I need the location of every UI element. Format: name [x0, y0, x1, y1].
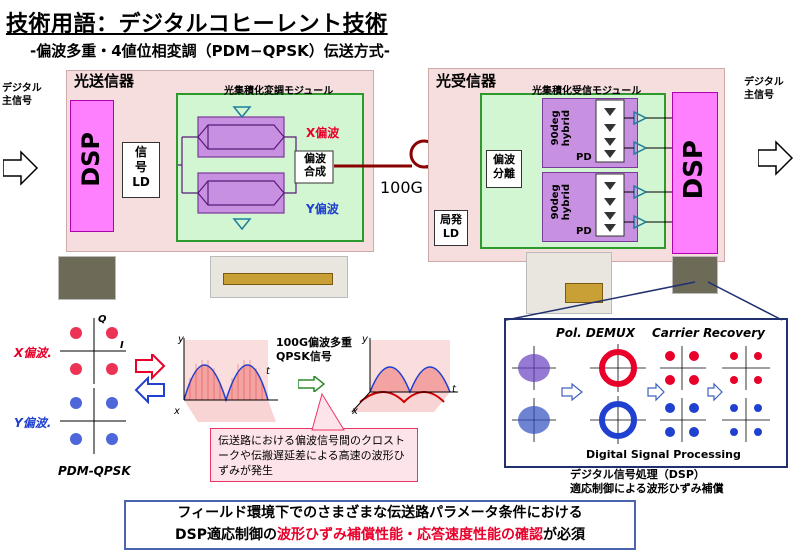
summary-highlight: 波形ひずみ補償性能・応答速度性能の確認 — [276, 527, 543, 543]
summary-line-2-suffix: が必須 — [542, 527, 585, 543]
tx-modulator-diagram — [178, 106, 334, 231]
dsp-panel-footer: Digital Signal Processing — [586, 448, 741, 461]
rx-pd-bottom-label: PD — [576, 226, 592, 237]
dsp-constellation-grid — [512, 344, 770, 444]
constellation-y-label: Y偏波. — [14, 416, 52, 430]
dsp-caption: デジタル信号処理（DSP） 適応制御による波形ひずみ補償 — [570, 468, 724, 495]
tx-x-pol-label: X偏波 — [306, 126, 340, 140]
tx-module-title: 光集積化変調モジュール — [224, 86, 334, 97]
transmitter-title: 光送信器 — [74, 72, 135, 90]
waveform-after — [350, 338, 458, 413]
propagation-arrow-icon — [297, 374, 326, 396]
dsp-zoom-lines — [505, 281, 783, 321]
pdm-qpsk-label: PDM-QPSK — [58, 464, 131, 478]
constellation-x-label: X偏波. — [14, 346, 52, 360]
constellation-axis-i: I — [120, 340, 124, 351]
waveform-before-axis-x: x — [174, 406, 180, 417]
waveform-before-axis-t: t — [266, 366, 270, 377]
rx-module-title: 光集積化受信モジュール — [532, 86, 642, 97]
summary-box: フィールド環境下でのさまざまな伝送路パラメータ条件における DSP適応制御の波形… — [124, 500, 636, 550]
tx-ld-block: 信 号 LD — [122, 142, 160, 198]
rx-pd-top-label: PD — [576, 152, 592, 163]
rx-hybrid-bottom-label: 90deg hybrid — [550, 184, 572, 221]
rx-dsp-chip-photo — [672, 256, 718, 294]
tx-dsp-block — [70, 100, 114, 232]
dsp-detail-panel — [504, 318, 788, 468]
summary-line-2-prefix: DSP適応制御の — [175, 527, 277, 543]
tx-input-arrow-icon — [2, 150, 39, 190]
tx-dsp-label: DSP — [77, 132, 105, 187]
summary-line-1: フィールド環境下でのさまざまな伝送路パラメータ条件における — [177, 505, 583, 521]
tx-input-label: デジタル 主信号 — [2, 83, 42, 107]
page-subtitle: -偏波多重・4値位相変調（PDM−QPSK）伝送方式- — [30, 42, 391, 60]
callout-pointer — [311, 392, 345, 431]
carrier-recovery-label: Carrier Recovery — [652, 326, 765, 340]
tx-module-photo — [210, 256, 348, 298]
page-title: 技術用語：デジタルコヒーレント技術 — [6, 12, 388, 37]
rx-local-oscillator: 局発 LD — [434, 210, 468, 246]
waveform-after-axis-x: x — [352, 406, 358, 417]
rx-splitter: 偏波 分離 — [486, 150, 522, 188]
tx-combiner: 偏波 合成 — [304, 152, 326, 178]
waveform-after-axis-t: t — [452, 384, 456, 395]
distortion-callout: 伝送路における偏波信号間のクロストークや伝搬遅延差による高速の波形ひずみが発生 — [210, 428, 418, 482]
waveform-before — [183, 338, 278, 422]
rx-photodiodes — [595, 99, 674, 237]
tx-constellation-plots — [60, 318, 126, 454]
x-modulator — [197, 116, 285, 214]
fiber-rate-label: 100G — [380, 178, 423, 197]
tx-dsp-chip-photo — [58, 256, 116, 300]
pol-arrows-icon — [134, 354, 166, 404]
constellation-axis-q: Q — [98, 314, 107, 325]
rx-output-arrow-icon — [757, 140, 794, 180]
rx-output-label: デジタル 主信号 — [744, 77, 784, 101]
rx-module-photo — [526, 252, 612, 314]
receiver-title: 光受信器 — [436, 72, 497, 90]
summary-line-2: DSP適応制御の波形ひずみ補償性能・応答速度性能の確認が必須 — [126, 524, 634, 546]
rx-dsp-block — [672, 92, 718, 254]
pol-demux-label: Pol. DEMUX — [556, 326, 635, 340]
rx-dsp-label: DSP — [679, 140, 709, 200]
signal-label: 100G偏波多重 QPSK信号 — [276, 336, 352, 363]
waveform-before-axis-y: y — [178, 334, 184, 345]
rx-hybrid-top-label: 90deg hybrid — [550, 110, 572, 147]
waveform-after-axis-y: y — [362, 334, 368, 345]
tx-y-pol-label: Y偏波 — [306, 202, 339, 216]
